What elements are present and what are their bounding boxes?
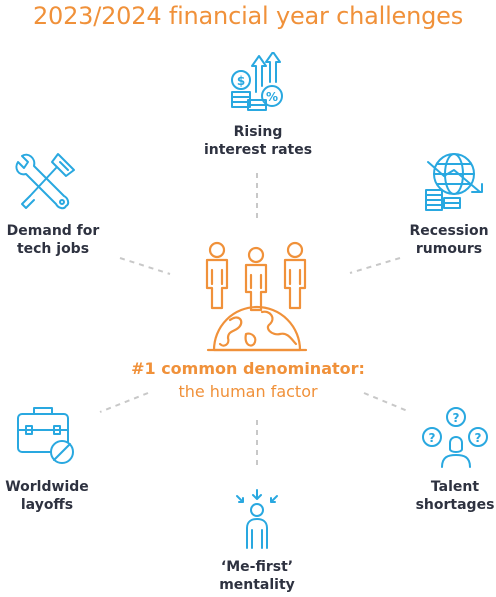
svg-text:%: % <box>266 90 278 104</box>
svg-text:?: ? <box>429 431 436 445</box>
svg-text:?: ? <box>453 411 460 425</box>
globe-coins-decline-icon <box>420 152 492 216</box>
money-growth-icon: $ % <box>226 52 286 114</box>
person-questions-icon: ? ? ? <box>420 407 490 471</box>
tools-icon <box>12 152 78 214</box>
center-subline: the human factor <box>178 382 318 401</box>
svg-text:?: ? <box>475 431 482 445</box>
center-headline: #1 common denominator: <box>131 359 365 378</box>
briefcase-ban-icon <box>16 404 76 466</box>
people-globe-icon <box>200 240 315 356</box>
svg-text:$: $ <box>237 74 245 88</box>
person-arrows-icon <box>231 488 283 552</box>
label-me-first-mentality: ‘Me-first’mentality <box>219 559 295 593</box>
page-title: 2023/2024 financial year challenges <box>32 2 464 30</box>
